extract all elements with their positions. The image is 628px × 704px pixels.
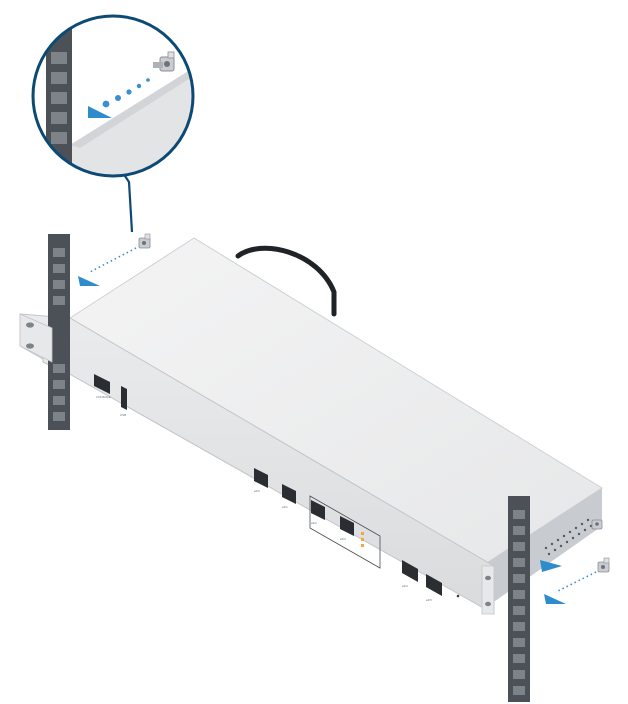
console-port-label: CONSOLE [96,395,111,399]
right-cage-nut-icon [591,519,603,530]
ear-mount-hole [26,322,34,328]
ethernet-port-label: eth3 [340,537,346,541]
port-group-outline [309,495,381,569]
sfp-port: eth5 [426,574,442,602]
ear-mount-hole [485,601,491,607]
ethernet-port-label: eth2 [311,521,317,525]
callout-rack-screw-icon [153,51,175,72]
usb-port-label: USB [120,413,126,417]
ethernet-port: eth0 [254,468,268,493]
right-insert-path [555,571,597,593]
status-led [361,544,364,547]
right-rack-ear [481,565,495,615]
callout-leader-line [124,175,134,233]
ethernet-port: eth1 [282,484,296,509]
console-port: CONSOLE [94,374,111,399]
callout-dotted-path [102,78,150,108]
sfp-port-label: eth4 [402,584,408,588]
left-rack-screw-icon [138,233,151,249]
status-led [361,538,364,541]
right-insert-arrow-icon [544,594,566,604]
ethernet-port-label: eth0 [254,489,260,493]
reset-button [456,594,460,598]
right-upper-insert-arrow-icon [540,560,562,572]
power-cable [235,245,337,317]
right-rack-rail [508,496,530,702]
left-rack-rail [48,234,70,430]
callout-magnifier [31,14,195,233]
ear-mount-hole [26,343,34,349]
chassis-vents [544,518,593,556]
callout-insert-arrow-icon [88,106,112,118]
status-led [361,532,364,535]
sfp-port-label: eth5 [426,598,432,602]
ethernet-port: eth2 [311,500,325,525]
ethernet-port-label: eth1 [282,505,288,509]
sfp-port: eth4 [402,560,418,588]
ear-mount-hole [485,575,491,581]
left-insert-path [89,247,137,273]
ethernet-port-group: eth0 eth1 eth2 eth3 [254,468,364,547]
callout-ring [31,14,195,178]
usb-port: USB [120,386,127,417]
right-rack-screw-icon [597,557,610,573]
ethernet-port: eth3 [340,516,354,541]
left-insert-arrow-icon [78,276,100,286]
